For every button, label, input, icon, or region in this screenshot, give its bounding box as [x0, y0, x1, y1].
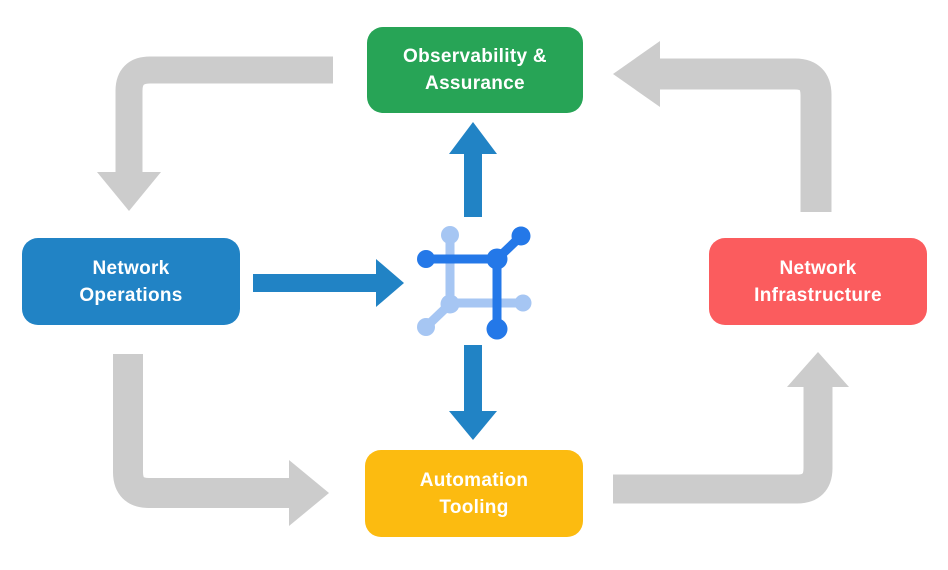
- network-hub-icon: [417, 226, 532, 340]
- arrow-center-to-observability: [449, 122, 497, 217]
- node-observability-assurance: Observability & Assurance: [367, 27, 583, 113]
- arrowhead-up-icon: [787, 352, 849, 387]
- arrow-observability-to-operations: [97, 56, 333, 211]
- node-label-line2: Operations: [79, 284, 183, 306]
- node-label-line1: Network: [779, 257, 857, 279]
- network-hub-icon-bright-layer: [417, 226, 531, 340]
- arrowhead-down-icon: [97, 172, 161, 211]
- arrowhead-right-icon: [289, 460, 329, 526]
- node-label: Network Operations: [79, 255, 182, 309]
- arrow-center-to-automation: [449, 345, 497, 440]
- arrow-shaft: [613, 387, 833, 504]
- arrowhead-up-icon: [449, 122, 497, 154]
- node-label-line2: Assurance: [425, 73, 525, 94]
- arrow-operations-to-center: [253, 259, 404, 307]
- node-network-infrastructure: Network Infrastructure: [709, 238, 927, 325]
- node-network-operations: Network Operations: [22, 238, 240, 325]
- node-label: Network Infrastructure: [754, 255, 882, 309]
- arrow-operations-to-automation: [113, 354, 329, 526]
- arrowhead-down-icon: [449, 411, 497, 440]
- arrow-infrastructure-to-observability: [613, 41, 832, 212]
- node-label-line1: Automation: [419, 469, 529, 491]
- node-label-line1: Observability &: [403, 46, 547, 67]
- arrowhead-right-icon: [376, 259, 404, 307]
- arrow-automation-to-infrastructure: [613, 352, 849, 504]
- node-label-line2: Infrastructure: [754, 284, 882, 306]
- arrowhead-left-icon: [613, 41, 660, 107]
- node-label: Observability & Assurance: [403, 43, 547, 97]
- arrow-shaft: [113, 354, 289, 508]
- node-label: Automation Tooling: [420, 467, 529, 521]
- node-automation-tooling: Automation Tooling: [365, 450, 583, 537]
- network-hub-icon-light-layer: [417, 226, 532, 336]
- node-label-line1: Network: [92, 257, 170, 279]
- arrow-shaft: [115, 56, 333, 172]
- arrow-shaft: [660, 58, 832, 212]
- node-label-line2: Tooling: [439, 496, 509, 518]
